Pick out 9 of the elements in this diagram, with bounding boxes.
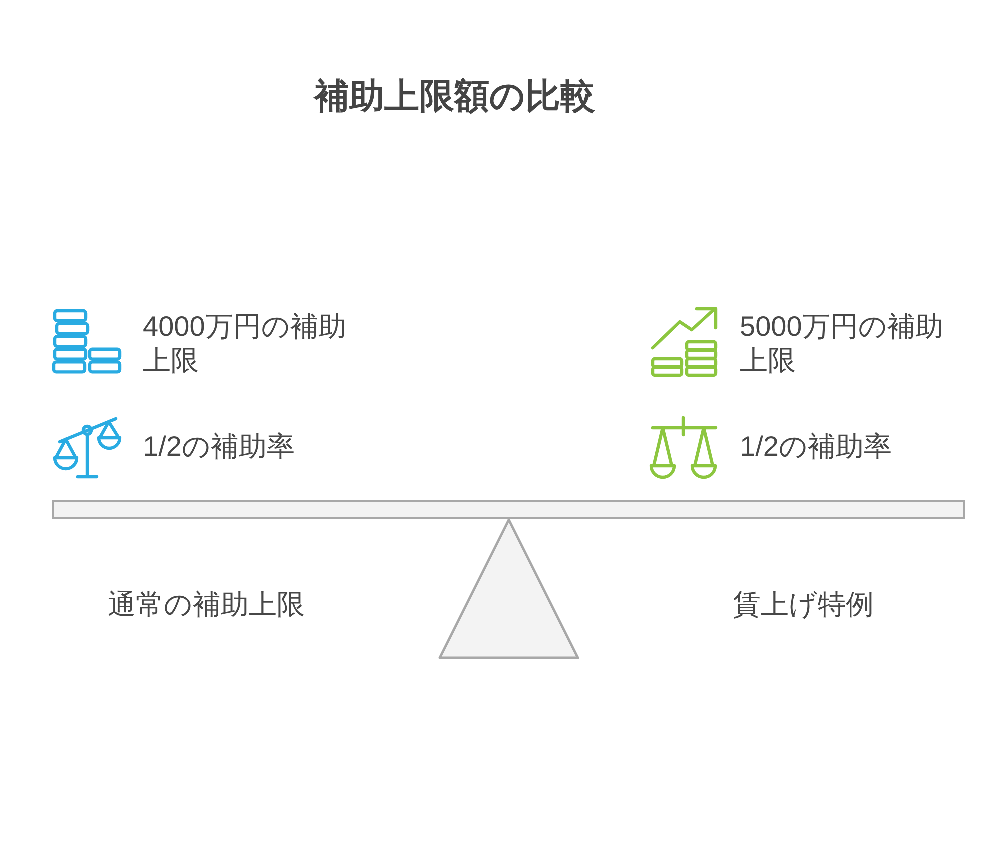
subsidy-cap-text: 5000万円の補助上限	[740, 310, 944, 378]
fulcrum-triangle	[438, 518, 580, 660]
subsidy-cap-text: 4000万円の補助上限	[143, 310, 348, 378]
seesaw-beam	[52, 500, 965, 519]
subsidy-rate-text: 1/2の補助率	[740, 430, 892, 464]
category-label: 賃上げ特例	[733, 588, 874, 622]
title: 補助上限額の比較	[312, 76, 596, 118]
category-label: 通常の補助上限	[108, 588, 305, 622]
subsidy-rate-text: 1/2の補助率	[143, 430, 295, 464]
